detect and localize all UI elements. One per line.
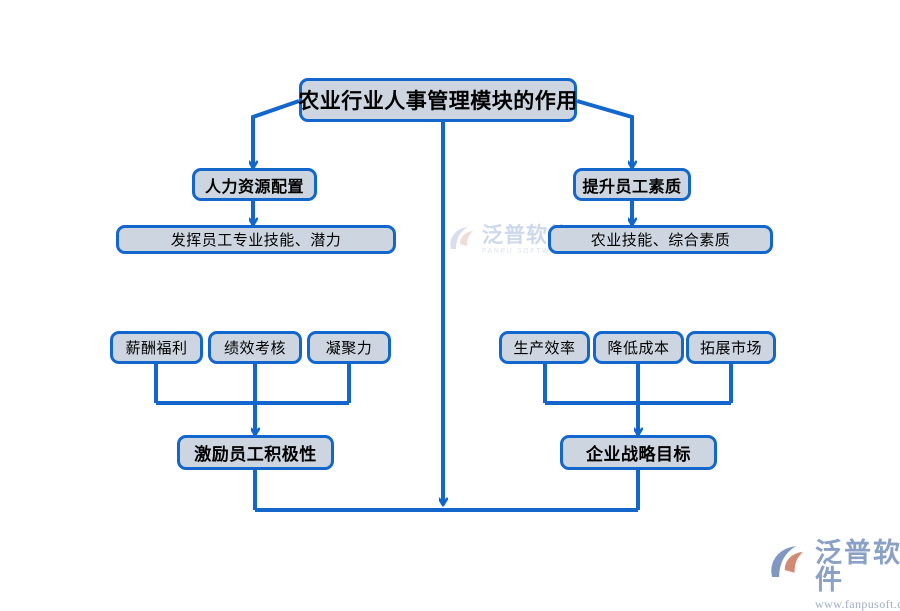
fanpu-logo-icon-corner	[768, 543, 810, 588]
node-left-3[interactable]: 凝聚力	[307, 331, 391, 364]
corner-watermark-brand: 泛普软件	[815, 538, 900, 595]
node-branch-right-label: 提升员工素质	[582, 178, 682, 196]
node-right-1[interactable]: 生产效率	[499, 331, 590, 364]
node-detail-left-label: 发挥员工专业技能、潜力	[170, 232, 342, 249]
node-root[interactable]: 农业行业人事管理模块的作用	[298, 78, 578, 122]
node-outcome-left-label: 激励员工积极性	[194, 445, 317, 464]
node-outcome-right[interactable]: 企业战略目标	[560, 435, 717, 470]
node-detail-left[interactable]: 发挥员工专业技能、潜力	[116, 225, 396, 254]
node-left-1[interactable]: 薪酬福利	[110, 331, 203, 364]
node-outcome-right-label: 企业战略目标	[586, 445, 691, 464]
node-left-2-label: 绩效考核	[223, 340, 286, 357]
node-root-label: 农业行业人事管理模块的作用	[298, 90, 578, 113]
node-branch-right[interactable]: 提升员工素质	[573, 168, 691, 201]
edge-root-to-left	[253, 99, 300, 168]
node-right-3[interactable]: 拓展市场	[686, 331, 776, 364]
node-right-2-label: 降低成本	[607, 340, 670, 357]
node-detail-right-label: 农业技能、综合素质	[590, 232, 731, 249]
node-right-3-label: 拓展市场	[699, 340, 762, 357]
node-left-3-label: 凝聚力	[325, 340, 373, 357]
node-branch-left-label: 人力资源配置	[204, 178, 304, 196]
node-left-1-label: 薪酬福利	[125, 340, 188, 357]
node-left-2[interactable]: 绩效考核	[208, 331, 302, 364]
node-branch-left[interactable]: 人力资源配置	[192, 168, 317, 201]
edge-root-to-right	[576, 99, 632, 168]
node-outcome-left[interactable]: 激励员工积极性	[177, 435, 334, 470]
node-right-2[interactable]: 降低成本	[593, 331, 684, 364]
node-detail-right[interactable]: 农业技能、综合素质	[548, 225, 773, 254]
node-right-1-label: 生产效率	[513, 340, 576, 357]
